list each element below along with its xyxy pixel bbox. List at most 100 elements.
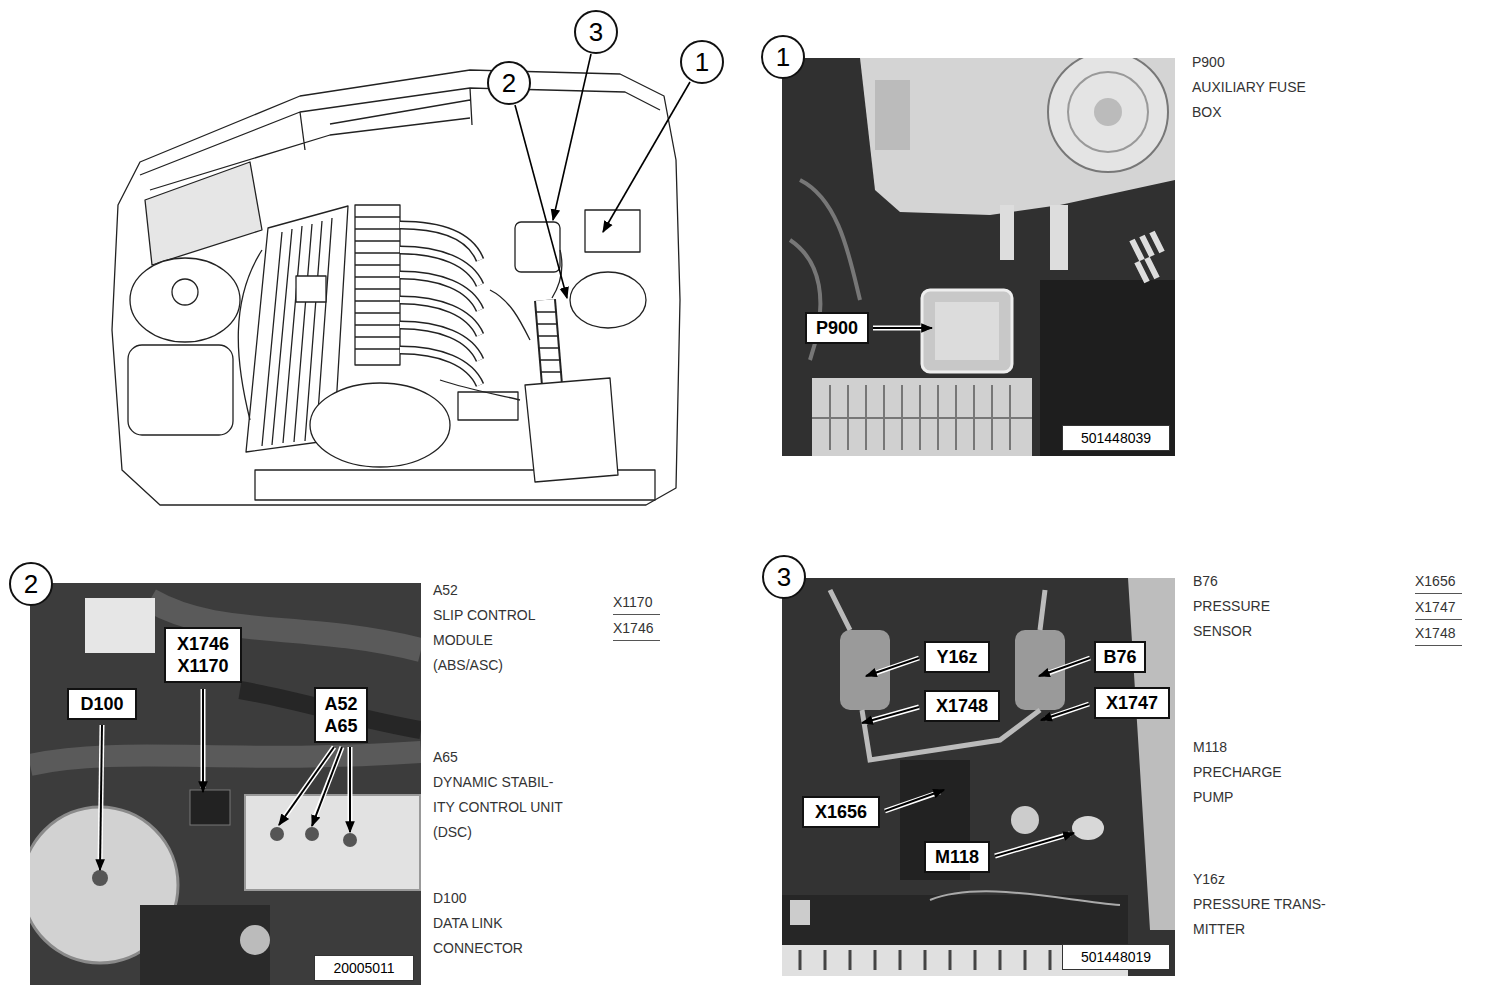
leader-arrow [873, 327, 932, 329]
label-box: P900 [805, 312, 869, 344]
intake-plenum [355, 205, 400, 365]
spare-fuses [1132, 232, 1162, 282]
hoses [238, 250, 562, 420]
photo-id-box: 501448019 [1062, 944, 1170, 970]
part-code: Y16z [1193, 867, 1225, 892]
callout-number: 1 [776, 42, 790, 72]
leader-arrow [100, 725, 102, 870]
part-name: DYNAMIC STABIL- ITY CONTROL UNIT (DSC) [433, 770, 576, 845]
part-name: AUXILIARY FUSE BOX [1192, 75, 1322, 125]
leader-arrow [279, 747, 334, 825]
photo-fuse-box [782, 58, 1175, 456]
body-outline [112, 70, 680, 505]
small-housing [458, 392, 518, 420]
part-code: P900 [1192, 50, 1225, 75]
coolant-reservoir [128, 345, 233, 435]
photo-number: 501448039 [1081, 429, 1151, 447]
intake-runners [400, 225, 480, 385]
leader-arrow [349, 747, 351, 832]
tab [1050, 205, 1068, 270]
relay-face [935, 302, 999, 360]
reservoir-cap [1048, 58, 1168, 172]
wire [930, 891, 1120, 905]
part-name: SLIP CONTROL MODULE (ABS/ASC) [433, 603, 558, 678]
part-code: X1747 [1106, 692, 1158, 714]
part-code: D100 [433, 886, 466, 911]
cap-center [92, 870, 108, 886]
part-name: PRESSURE SENSOR [1193, 594, 1288, 644]
tab [1000, 205, 1014, 260]
leader-arrow [885, 790, 944, 811]
callout-number: 1 [695, 47, 709, 77]
part-code: X1170 [177, 655, 228, 677]
photo-number: 20005011 [333, 959, 394, 977]
photo-id-box: 20005011 [314, 955, 414, 981]
engine-bay-drawing [112, 70, 680, 505]
part-code: M118 [935, 846, 979, 868]
part-code: X1656 [815, 801, 867, 823]
cap-center [1094, 98, 1122, 126]
firewall-cover [145, 162, 262, 265]
label-box: M118 [924, 841, 990, 873]
connector [875, 80, 910, 150]
label-box: D100 [67, 688, 137, 720]
intake-runners-inner [400, 225, 480, 385]
callout-circle: 1 [761, 35, 805, 79]
connector-code: X1746 [613, 616, 660, 641]
part-code: A52 [433, 578, 458, 603]
callout-arrows [515, 54, 690, 298]
label-box: X1656 [802, 796, 880, 828]
left-strut-tower [130, 258, 240, 342]
connector-code: X1748 [1415, 621, 1462, 646]
hose [30, 752, 421, 765]
fan [310, 383, 450, 467]
label-box: B76 [1094, 641, 1146, 673]
leader-arrow [312, 747, 342, 826]
light-panel [1128, 578, 1175, 930]
callout-number: 2 [24, 569, 38, 599]
dark-area [1040, 280, 1175, 456]
callout-circle: 1 [680, 40, 724, 84]
leader-arrow [862, 707, 919, 723]
air-filter-box [525, 378, 618, 482]
photo-id-box: 501448039 [1062, 425, 1170, 451]
part-code: B76 [1193, 569, 1218, 594]
strut-top [172, 279, 198, 305]
brake-lines [830, 590, 1045, 760]
pump-connector [1072, 816, 1104, 840]
callout-number: 3 [777, 562, 791, 592]
part-name: PRESSURE TRANS- MITTER [1193, 892, 1368, 942]
callout-arrow [603, 82, 690, 232]
callout-circle: 2 [9, 562, 53, 606]
dome [1011, 806, 1039, 834]
fuse-block [812, 378, 1032, 456]
callout-number: 3 [589, 17, 603, 47]
photo-sensors [782, 578, 1175, 976]
right-strut-tower [570, 272, 646, 328]
strip-notches [800, 950, 1050, 970]
leader-arrows [100, 328, 1090, 870]
part-code: B76 [1103, 646, 1136, 668]
photo-ground [782, 58, 1175, 456]
callout-circle: 3 [762, 555, 806, 599]
bolt [270, 827, 284, 841]
label-box: X1746X1170 [164, 627, 242, 683]
part-code: Y16z [936, 646, 977, 668]
part-code: X1748 [936, 695, 988, 717]
photo-number: 501448019 [1081, 948, 1151, 966]
bolt [305, 827, 319, 841]
leader-arrow [866, 658, 919, 676]
label-box: X1747 [1094, 687, 1170, 719]
callout-circle: 2 [487, 61, 531, 105]
part-code: A65 [324, 715, 357, 737]
label-box: A52A65 [314, 687, 368, 743]
label-box: X1748 [924, 690, 1000, 722]
leader-halos [100, 328, 1090, 866]
part-code: P900 [816, 317, 858, 339]
fuse-slots [812, 385, 1032, 450]
relay [922, 290, 1012, 372]
connector-code: X1656 [1415, 569, 1462, 594]
connector-code: X1747 [1415, 595, 1462, 620]
